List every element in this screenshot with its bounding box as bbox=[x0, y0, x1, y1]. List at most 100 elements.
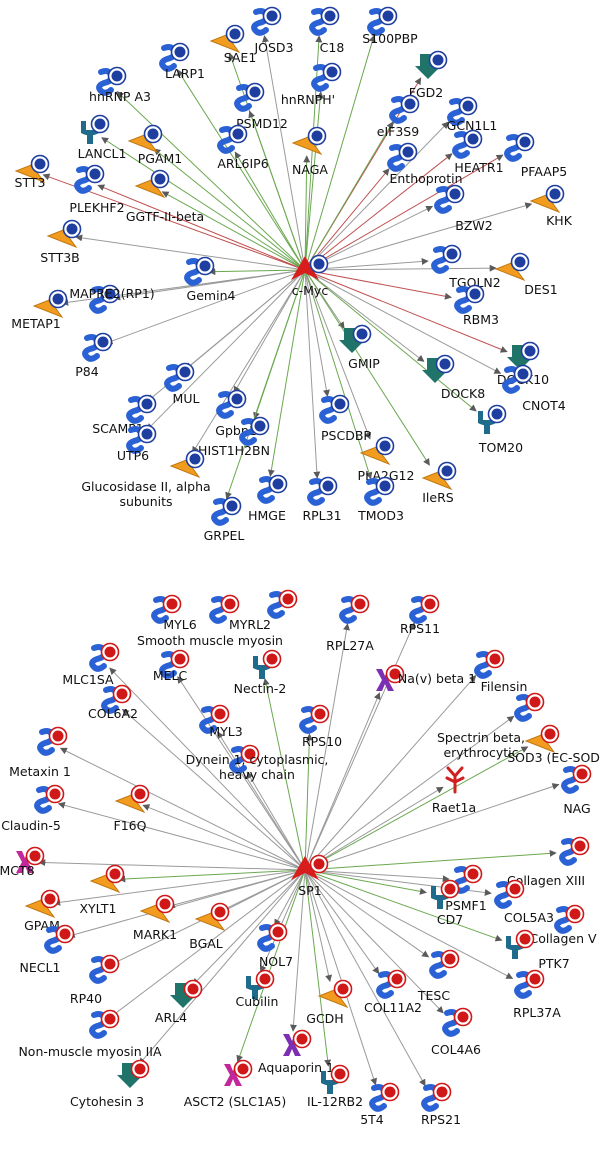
hub-c-myc[interactable]: c-Myc bbox=[291, 254, 328, 299]
node-raet1a[interactable]: Raet1a bbox=[432, 766, 476, 815]
node-smooth-muscle-myosin[interactable]: Smooth muscle myosin bbox=[137, 589, 298, 649]
node-xylt1[interactable]: XYLT1 bbox=[79, 864, 125, 917]
node-dynein-1-cytoplasmic-heavy-chain[interactable]: Dynein 1, cytoplasmic,heavy chain bbox=[186, 744, 329, 783]
node-col6a2[interactable]: COL6A2 bbox=[88, 684, 138, 722]
edge-hnrnph bbox=[304, 91, 324, 271]
node-josd3[interactable]: JOSD3 bbox=[251, 6, 294, 56]
node-gcn1l1[interactable]: GCN1L1 bbox=[447, 96, 498, 134]
node-col4a6[interactable]: COL4A6 bbox=[431, 1007, 481, 1058]
node-tom20[interactable]: TOM20 bbox=[478, 404, 523, 456]
node-myrl2[interactable]: MYRL2 bbox=[209, 594, 271, 633]
node-mark1[interactable]: MARK1 bbox=[133, 894, 177, 943]
node-rpl27a[interactable]: RPL27A bbox=[326, 594, 374, 654]
node-s100pbp[interactable]: S100PBP bbox=[362, 6, 418, 47]
node-rps10[interactable]: RPS10 bbox=[299, 704, 342, 750]
node-collagen-v[interactable]: Collagen V bbox=[529, 904, 597, 947]
node-bgal[interactable]: BGAL bbox=[189, 902, 230, 952]
node-metap1[interactable]: METAP1 bbox=[11, 289, 68, 332]
node-stt3[interactable]: STT3 bbox=[15, 154, 50, 191]
node-lancl1[interactable]: LANCL1 bbox=[78, 114, 127, 162]
node-col11a2[interactable]: COL11A2 bbox=[364, 969, 422, 1016]
node-pgam1[interactable]: PGAM1 bbox=[127, 124, 182, 167]
node-utp6[interactable]: UTP6 bbox=[117, 424, 157, 464]
edge-rpl37a bbox=[304, 869, 514, 979]
node-mul[interactable]: MUL bbox=[164, 362, 199, 407]
node-ptk7[interactable]: PTK7 bbox=[506, 929, 570, 972]
node-col5a3[interactable]: COL5A3 bbox=[494, 879, 554, 926]
node-rps11[interactable]: RPS11 bbox=[400, 594, 440, 637]
node-myl6[interactable]: MYL6 bbox=[151, 594, 197, 633]
hub-sp1[interactable]: SP1 bbox=[291, 854, 329, 899]
node-ilers[interactable]: IleRS bbox=[421, 461, 457, 506]
node-bzw2[interactable]: BZW2 bbox=[434, 184, 493, 234]
node-larp1[interactable]: LARP1 bbox=[159, 42, 205, 82]
node-naga[interactable]: NAGA bbox=[291, 126, 328, 178]
node-pscdbp[interactable]: PSCDBP bbox=[319, 394, 371, 444]
node-cd7[interactable]: CD7 bbox=[431, 879, 463, 928]
node-nectin-2[interactable]: Nectin-2 bbox=[234, 649, 287, 697]
node-mapre2-rp1[interactable]: MAPRE2(RP1) bbox=[69, 284, 155, 314]
node-hnrnp-a3[interactable]: hnRNP A3 bbox=[89, 66, 151, 105]
node-eif3s9[interactable]: eIF3S9 bbox=[377, 94, 420, 140]
node-aquaporin-1[interactable]: Aquaporin 1 bbox=[258, 1029, 334, 1076]
node-spectrin-beta-erythrocytic[interactable]: Spectrin beta,erythrocytic bbox=[437, 692, 545, 761]
node-gpam[interactable]: GPAM bbox=[24, 889, 60, 934]
node-f16q[interactable]: F16Q bbox=[114, 784, 150, 834]
node-rpl31[interactable]: RPL31 bbox=[302, 476, 342, 524]
node-mlc1sa[interactable]: MLC1SA bbox=[62, 642, 120, 688]
node-gcdh[interactable]: GCDH bbox=[306, 979, 353, 1027]
node-dock8[interactable]: DOCK8 bbox=[422, 354, 485, 402]
node-rps21[interactable]: RPS21 bbox=[421, 1082, 461, 1128]
node-pfaap5[interactable]: PFAAP5 bbox=[504, 132, 567, 180]
node-sae1[interactable]: SAE1 bbox=[209, 24, 256, 66]
node-nag[interactable]: NAG bbox=[561, 764, 592, 817]
node-rbm3[interactable]: RBM3 bbox=[454, 284, 499, 328]
node-cytohesin-3[interactable]: Cytohesin 3 bbox=[70, 1059, 150, 1110]
node-grpel[interactable]: GRPEL bbox=[204, 496, 245, 544]
node-nol7[interactable]: NOL7 bbox=[257, 922, 293, 970]
node-arl4[interactable]: ARL4 bbox=[155, 979, 203, 1026]
node-rp40[interactable]: RP40 bbox=[70, 954, 120, 1007]
node-plekhf2[interactable]: PLEKHF2 bbox=[69, 164, 125, 216]
node-sod3-ec-sod[interactable]: SOD3 (EC-SOD) bbox=[507, 724, 600, 766]
node-mct8[interactable]: MCT8 bbox=[0, 846, 45, 879]
node-des1[interactable]: DES1 bbox=[494, 252, 558, 298]
node-psmf1[interactable]: PSMF1 bbox=[445, 864, 487, 914]
node-5t4[interactable]: 5T4 bbox=[360, 1082, 400, 1128]
node-heatr1[interactable]: HEATR1 bbox=[452, 129, 504, 176]
node-tmod3[interactable]: TMOD3 bbox=[357, 476, 404, 524]
node-fgd2[interactable]: FGD2 bbox=[409, 50, 448, 101]
node-c18[interactable]: C18 bbox=[309, 6, 344, 56]
node-tesc[interactable]: TESC bbox=[417, 949, 460, 1004]
edge-rbm3 bbox=[304, 269, 452, 300]
node-hmge[interactable]: HMGE bbox=[248, 474, 288, 524]
node-stt3b[interactable]: STT3B bbox=[40, 219, 82, 266]
node-hist1h2bn[interactable]: HIST1H2BN bbox=[198, 416, 270, 459]
node-cubilin[interactable]: Cubilin bbox=[236, 969, 279, 1010]
node-p84[interactable]: P84 bbox=[75, 332, 113, 380]
node-filensin[interactable]: Filensin bbox=[474, 649, 527, 695]
node-na-v-beta-1[interactable]: Na(v) beta 1 bbox=[376, 664, 476, 692]
node-gmip[interactable]: GMIP bbox=[339, 324, 380, 372]
edge-dynein-1-cytoplasmic-heavy-chain bbox=[246, 771, 306, 871]
node-claudin-5[interactable]: Claudin-5 bbox=[1, 784, 65, 834]
node-pla2g12[interactable]: PLA2G12 bbox=[358, 436, 415, 484]
node-khk[interactable]: KHK bbox=[529, 184, 573, 229]
node-asct2-slc1a5[interactable]: ASCT2 (SLC1A5) bbox=[184, 1059, 287, 1110]
node-non-muscle-myosin-iia[interactable]: Non-muscle myosin IIA bbox=[18, 1009, 162, 1060]
node-rpl37a[interactable]: RPL37A bbox=[513, 969, 561, 1021]
node-myl3[interactable]: MYL3 bbox=[199, 704, 243, 740]
node-ggtf-ii-beta[interactable]: GGTF-II-beta bbox=[126, 169, 204, 225]
node-melc[interactable]: MELC bbox=[153, 649, 190, 684]
node-psmd12[interactable]: PSMD12 bbox=[234, 82, 288, 132]
node-il-12rb2[interactable]: IL-12RB2 bbox=[307, 1064, 363, 1110]
node-collagen-xiii[interactable]: Collagen XIII bbox=[507, 836, 590, 889]
node-hnrnph[interactable]: hnRNPH' bbox=[281, 62, 342, 108]
node-necl1[interactable]: NECL1 bbox=[20, 924, 75, 976]
node-arl6ip6[interactable]: ARL6IP6 bbox=[217, 124, 269, 172]
node-gemin4[interactable]: Gemin4 bbox=[184, 256, 236, 304]
node-cnot4[interactable]: CNOT4 bbox=[502, 364, 566, 414]
node-metaxin-1[interactable]: Metaxin 1 bbox=[9, 726, 71, 780]
node-enthoprotin[interactable]: Enthoprotin bbox=[387, 142, 463, 187]
